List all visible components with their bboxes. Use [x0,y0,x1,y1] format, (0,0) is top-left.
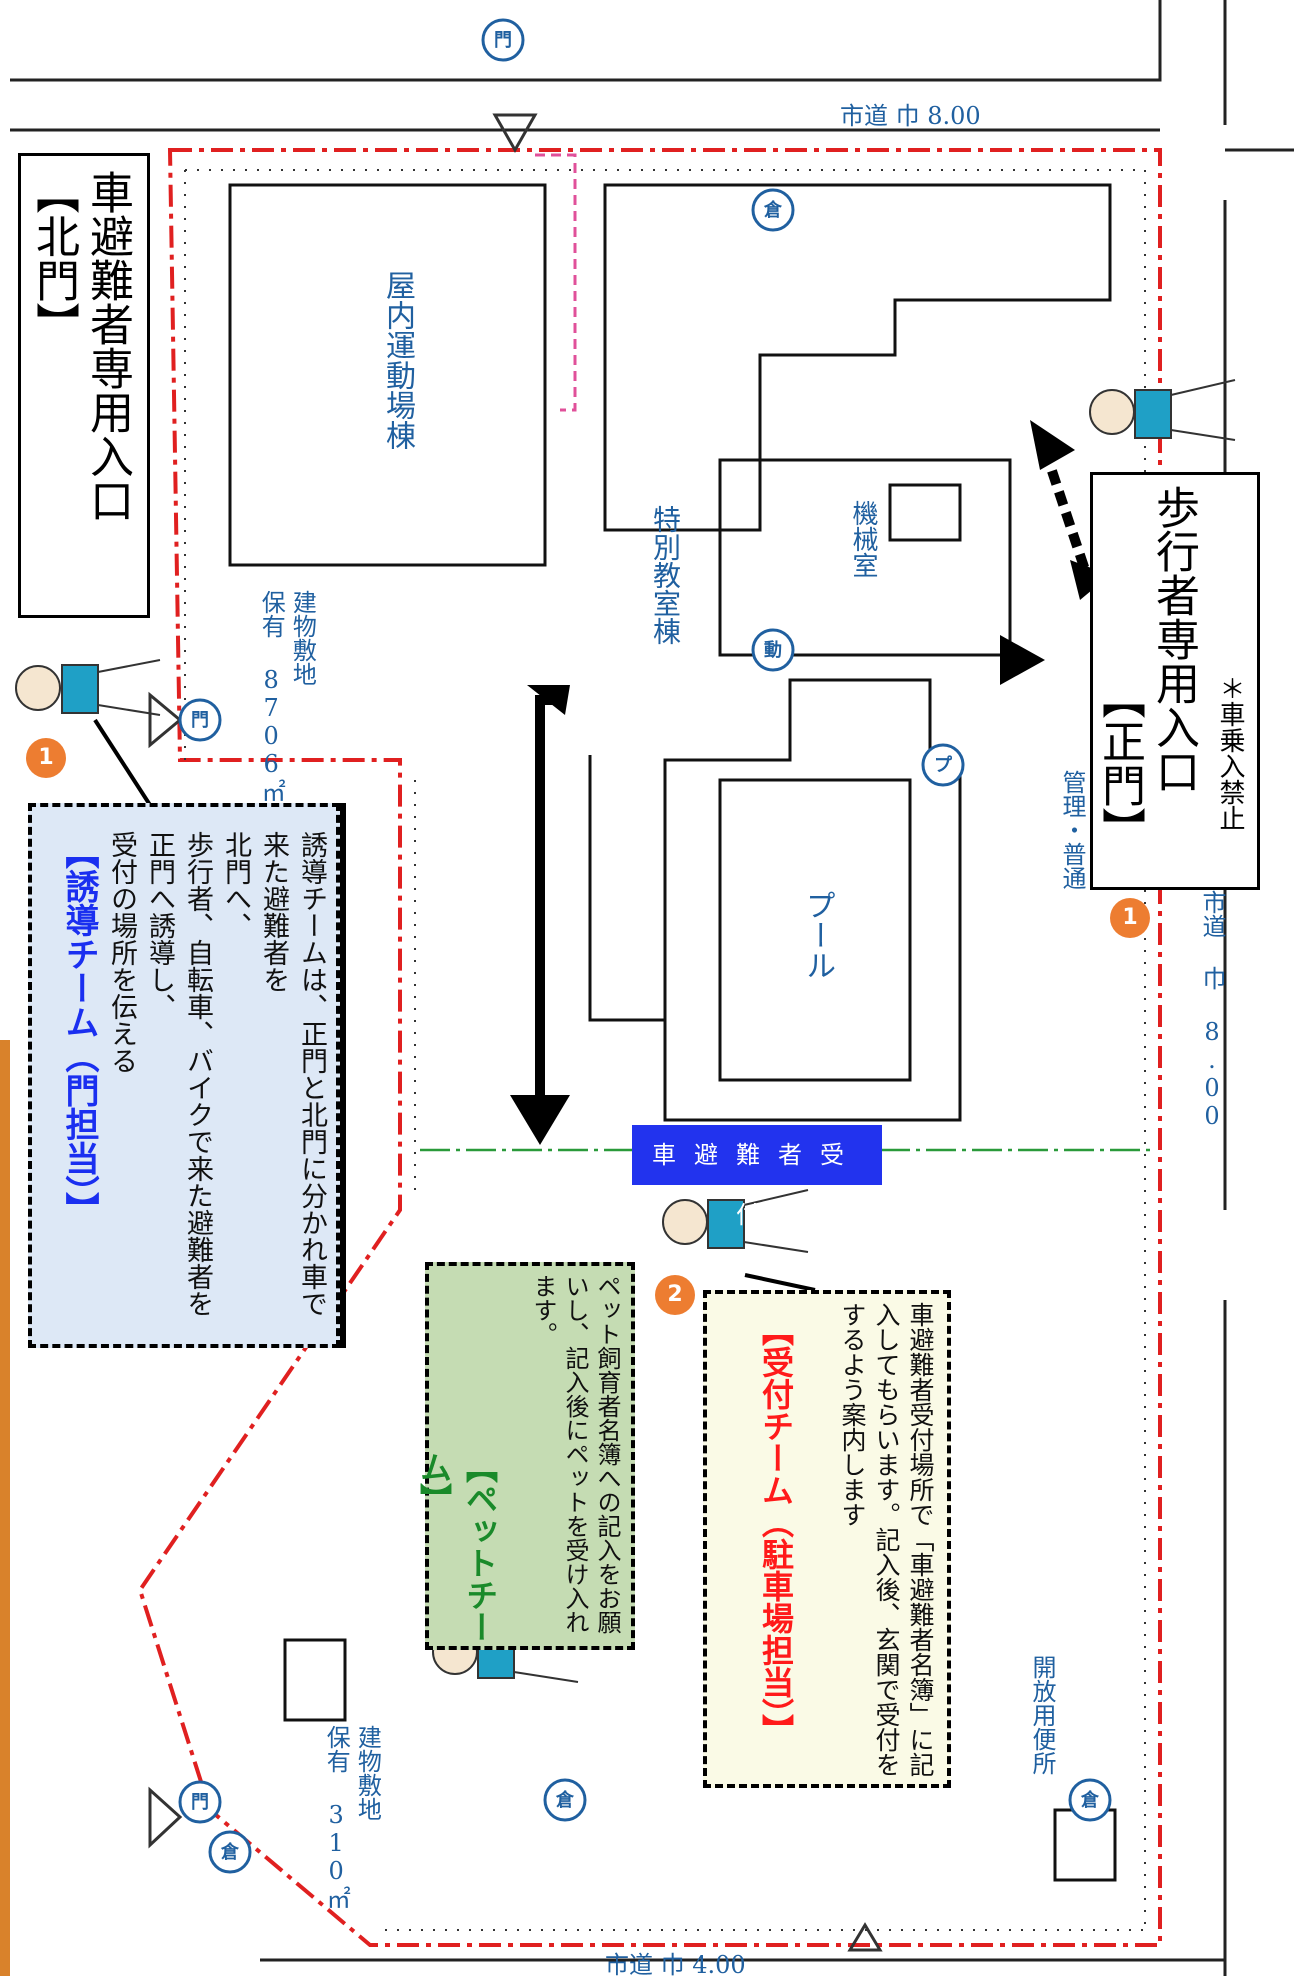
kura-symbol-3: 倉 [555,1789,575,1811]
pool-label: プール [800,890,835,980]
main-gate-box: 【正門】 歩行者専用入口 ＊車乗入禁止 [1090,472,1260,890]
fence [184,169,1146,1931]
pet-team-title: 【ペットチーム】 [415,1451,499,1643]
map-symbols [178,18,1112,1874]
reception-team-title: 【受付チーム（駐車場担当）】 [757,1314,795,1746]
north-gate-box: 【北門】 車避難者専用入口 [18,153,150,618]
pu-symbol: プ [934,754,953,776]
reception-person [662,1189,809,1253]
kura-symbol-1: 倉 [763,199,783,221]
machine-room-label: 機械室 [848,500,878,578]
site-area-label-2: 建物敷地 保有 310㎡ [322,1725,382,1909]
vehicle-route-arrow [510,685,570,1145]
leader-lines [93,718,816,1292]
toilet-label: 開放用便所 [1028,1655,1056,1775]
guide-team-box: 【誘導チーム（門担当）】 誘導チームは、正門と北門に分かれ車で来た避難者を 北門… [28,803,340,1348]
reception-team-body: 車避難者受付場所で「車避難者名簿」に記入してもらいます。記入後、玄関で受付をする… [838,1302,935,1777]
kura-symbol-4: 倉 [1080,1789,1100,1811]
mon-symbol-top: 門 [494,30,512,51]
site-area-label-1: 建物敷地 保有 8706㎡ [257,590,317,802]
reception-tag: 車避難者受付 [632,1125,882,1229]
pet-team-body: ペット飼育者名簿への記入をお願いし、記入後にペットを受け入れます。 [529,1274,621,1634]
gym-label: 屋内運動場棟 [380,270,415,450]
pet-team-box: 【ペットチーム】 ペット飼育者名簿への記入をお願いし、記入後にペットを受け入れま… [415,1262,635,1650]
road-label-right: 市道 巾 8.00 [1198,890,1226,1130]
mon-symbol-north: 門 [191,710,209,731]
badge-north-gate: 1 [26,738,66,778]
gate-markers [148,113,883,1952]
pink-area [535,153,577,412]
mon-symbol-west: 門 [191,1792,209,1813]
north-gate-title: 【北門】 [28,170,79,346]
buildings [228,183,1117,1882]
guide-team-body: 誘導チームは、正門と北門に分かれ車で来た避難者を 北門へ、 歩行者、自転車、バイ… [106,831,327,1317]
road-label-top: 市道 巾 8.00 [840,102,981,130]
reception-tag-text: 車避難者受付 [652,1141,862,1229]
guide-person-main [1089,379,1236,441]
north-gate-subtitle: 車避難者専用入口 [82,170,133,522]
main-gate-note: ＊車乗入禁止 [1215,675,1245,831]
guide-team-title: 【誘導チーム（門担当）】 [59,835,99,1226]
side-strip [0,1040,10,1976]
street-lines [10,0,1294,1976]
guide-person-north [15,659,161,716]
special-classroom-label: 特別教室棟 [649,505,682,645]
badge-reception: 2 [655,1275,695,1315]
badge-main-gate: 1 [1110,898,1150,938]
road-label-bottom: 市道 巾 4.00 [605,1951,746,1979]
main-gate-title: 【正門】 [1094,675,1145,851]
site-boundary [137,148,1162,1947]
reception-team-box: 【受付チーム（駐車場担当）】 車避難者受付場所で「車避難者名簿」に記入してもらい… [703,1290,951,1788]
main-gate-subtitle: 歩行者専用入口 [1148,485,1199,793]
dou-symbol: 動 [764,639,782,661]
kanri-label: 管理・普通 [1058,770,1086,890]
kura-symbol-2: 倉 [220,1841,240,1863]
